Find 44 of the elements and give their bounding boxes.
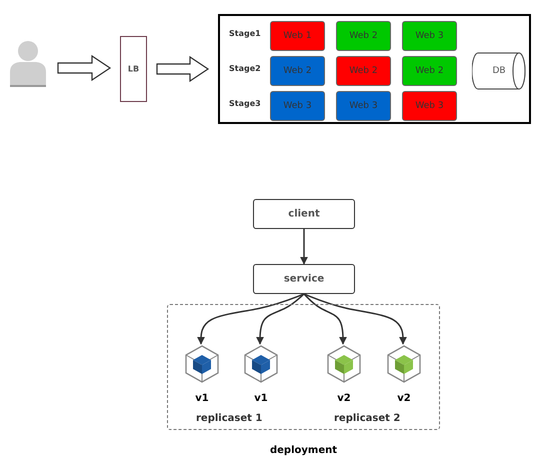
stage-label: Stage3 xyxy=(229,99,261,108)
replicaset-label: replicaset 2 xyxy=(334,413,400,424)
block-arrow xyxy=(156,56,210,82)
web-server-box xyxy=(336,56,391,86)
person-icon xyxy=(8,38,48,88)
web-server-label: Web 3 xyxy=(282,101,313,111)
replicaset-label: replicaset 1 xyxy=(196,413,262,424)
web-server-box xyxy=(270,21,325,51)
web-server-box xyxy=(402,56,457,86)
web-server-box xyxy=(270,91,325,121)
database-label: DB xyxy=(491,66,507,76)
stage-label: Stage1 xyxy=(229,29,261,38)
load-balancer-label: LB xyxy=(126,64,140,74)
web-server-box xyxy=(402,21,457,51)
arrow xyxy=(197,293,304,345)
version-label: v2 xyxy=(396,393,412,404)
web-server-label: Web 3 xyxy=(414,31,445,41)
block-arrow xyxy=(57,54,112,82)
web-server-box xyxy=(336,21,391,51)
web-server-label: Web 2 xyxy=(348,31,379,41)
web-server-label: Web 2 xyxy=(348,66,379,76)
arrow xyxy=(256,293,304,345)
arrow xyxy=(304,293,407,345)
web-server-box xyxy=(270,56,325,86)
cluster-frame xyxy=(218,14,531,124)
client-label: client xyxy=(287,208,321,220)
service-label: service xyxy=(282,274,326,284)
web-server-label: Web 3 xyxy=(348,101,379,111)
deployment-label: deployment xyxy=(268,445,338,456)
stage-label: Stage2 xyxy=(229,64,261,73)
version-label: v1 xyxy=(194,393,210,404)
arrow xyxy=(300,229,308,265)
load-balancer-box xyxy=(120,36,147,102)
web-server-label: Web 2 xyxy=(414,66,445,76)
web-server-label: Web 2 xyxy=(282,66,313,76)
web-server-box xyxy=(402,91,457,121)
version-label: v2 xyxy=(336,393,352,404)
version-label: v1 xyxy=(253,393,269,404)
web-server-label: Web 1 xyxy=(282,31,313,41)
client-box xyxy=(253,199,355,229)
service-box xyxy=(253,264,355,294)
arrow xyxy=(303,293,347,345)
web-server-box xyxy=(336,91,391,121)
web-server-label: Web 3 xyxy=(414,101,445,111)
